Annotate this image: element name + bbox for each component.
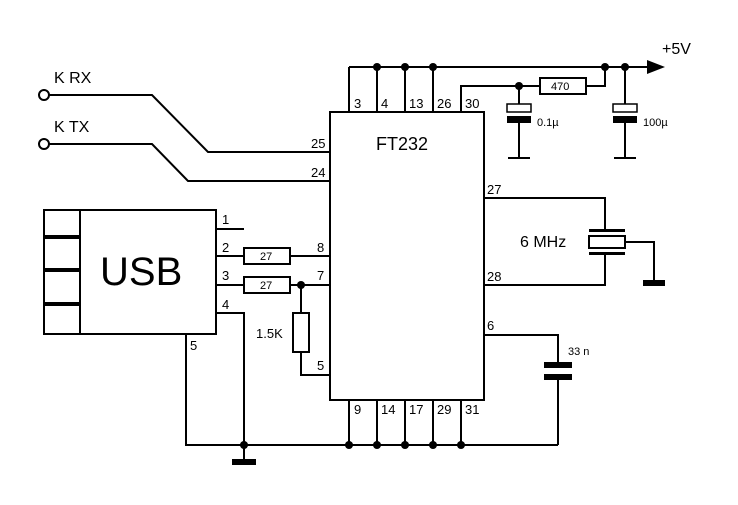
chip-pin-27: 27 [487,182,501,197]
usb-pin-2: 2 [222,240,229,255]
resistor-1-5k [292,312,310,353]
usb-connector [79,209,217,335]
capacitor-100u [612,103,638,123]
usb-pin-4: 4 [222,297,229,312]
usb-ground-icon [232,459,256,465]
chip-pin-6: 6 [487,318,494,333]
resistor-27-a-label: 27 [260,251,272,263]
chip-pin-17: 17 [409,402,423,417]
tx-terminal [38,138,50,150]
chip-pin-3: 3 [354,96,361,111]
capacitor-33n [544,362,572,380]
usb-label: USB [100,250,182,294]
usb-pin-3: 3 [222,268,229,283]
junction-dots [240,63,629,449]
chip-name: FT232 [376,134,428,154]
rx-terminal [38,89,50,101]
vcc-label: +5V [662,41,691,58]
capacitor-100u-label: 100µ [643,117,668,129]
chip-pin-8: 8 [317,240,324,255]
chip-pin-28: 28 [487,269,501,284]
chip-pin-9: 9 [354,402,361,417]
chip-pin-26: 26 [437,96,451,111]
crystal-ground-icon [643,280,665,286]
resistor-27-b [243,276,291,294]
resistor-1-5k-label: 1.5K [256,326,283,341]
vcc-arrow-icon [647,60,665,74]
usb-pin-5: 5 [190,338,197,353]
chip-pin-7: 7 [317,268,324,283]
resistor-27-b-label: 27 [260,280,272,292]
crystal-label: 6 MHz [520,234,566,251]
ft232-chip [329,111,485,401]
tx-label: K TX [54,119,90,136]
chip-pin-29: 29 [437,402,451,417]
resistor-470-label: 470 [551,81,569,93]
chip-pin-30: 30 [465,96,479,111]
capacitor-0-1u [506,103,532,123]
chip-pin-31: 31 [465,402,479,417]
resistor-27-a [243,247,291,265]
rx-label: K RX [54,70,92,87]
chip-pin-4: 4 [381,96,388,111]
chip-pin-14: 14 [381,402,395,417]
chip-pin-5: 5 [317,358,324,373]
chip-pin-24: 24 [311,165,325,180]
chip-pin-25: 25 [311,136,325,151]
capacitor-0-1u-label: 0.1µ [537,117,559,129]
capacitor-33n-label: 33 n [568,346,589,358]
chip-pin-13: 13 [409,96,423,111]
usb-pin-1: 1 [222,212,229,227]
resistor-470 [539,77,587,95]
crystal-6mhz [588,229,626,255]
